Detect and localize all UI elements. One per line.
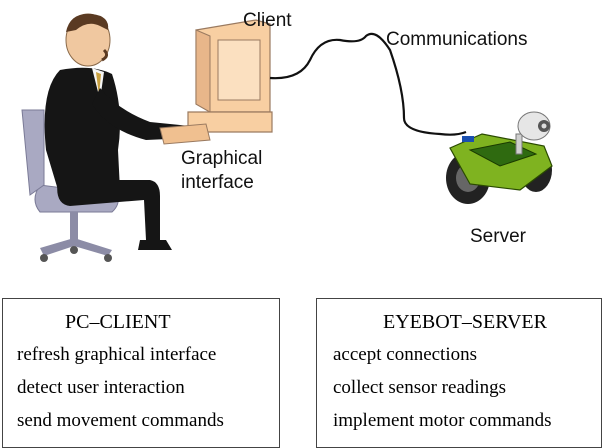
communications-label: Communications [386,29,528,50]
graphical-interface-label-line2: interface [181,172,254,193]
pc-client-task: send movement commands [17,410,224,431]
eyebot-server-task: accept connections [333,344,478,365]
pc-client-panel: PC–CLIENT refresh graphical interface de… [2,298,280,448]
eyebot-server-task: collect sensor readings [333,377,507,398]
server-label: Server [470,226,526,247]
chair-illustration [21,109,119,262]
illustration [21,13,553,262]
pc-client-task: detect user interaction [17,377,185,398]
eyebot-server-task: implement motor commands [333,410,552,431]
pc-client-task: refresh graphical interface [17,344,217,365]
diagram-canvas: Client Communications Graphical interfac… [2,10,602,448]
eyebot-server-title: EYEBOT–SERVER [383,311,547,333]
graphical-interface-label-line1: Graphical [181,148,263,169]
communications-cable [269,32,467,136]
computer-illustration [159,19,273,145]
robot-illustration [446,111,553,204]
eyebot-server-panel: EYEBOT–SERVER accept connections collect… [316,298,602,448]
client-label: Client [243,10,292,31]
pc-client-title: PC–CLIENT [65,311,171,333]
